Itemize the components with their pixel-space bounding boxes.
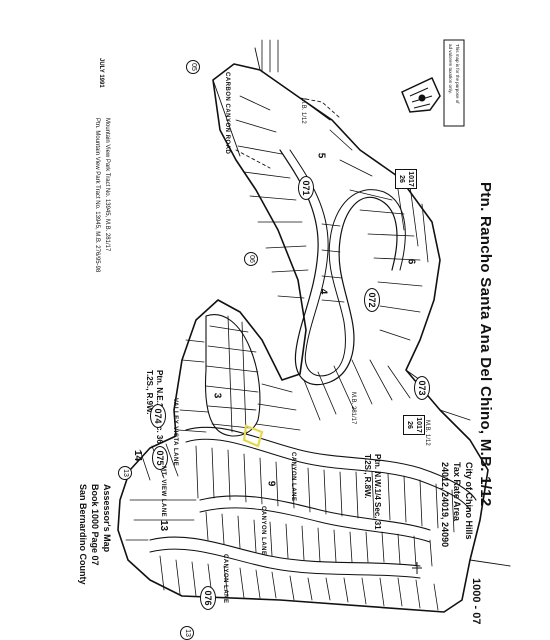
circled-number-13-left: 13 — [118, 466, 132, 480]
parcel-badge-072: 072 — [364, 288, 380, 312]
mb-note-top: M.B. 1/12 — [300, 98, 306, 124]
road-lower-2-edge — [199, 507, 431, 543]
county-seal — [401, 76, 441, 113]
tract-reference-1: Mountain View Park Tract No. 13945, M.B.… — [104, 118, 110, 252]
lot-lines-north — [235, 95, 429, 341]
street-label-canyon-lane-1: CANYON LANE — [290, 452, 296, 502]
map-title: Ptn. Rancho Santa Ana Del Chino, M.B. 1/… — [477, 182, 494, 507]
book-ref-top-page: 26 — [398, 175, 405, 183]
page-number: 1000 - 07 — [470, 578, 482, 625]
parcel-badge-071: 071 — [298, 176, 314, 200]
block-number-9: 9 — [265, 480, 277, 487]
block-number-4: 4 — [317, 288, 329, 295]
road-upper — [279, 149, 398, 386]
map-date: JULY 1991 — [98, 58, 104, 88]
lot-lines-south — [125, 443, 455, 611]
book-ref-bottom-book: 1017 — [415, 417, 422, 433]
road-lower-3-edge — [149, 548, 421, 579]
mb-note-middle: M.B. 281/17 — [350, 392, 356, 425]
assessor-county: San Bernardino County — [78, 484, 88, 585]
external-lines — [212, 47, 511, 567]
tax-rate-codes: 24012, 24019, 24090 — [440, 462, 450, 548]
north-arrow — [412, 562, 422, 574]
highlighted-parcel — [242, 424, 264, 448]
book-ref-bottom: 1017 26 — [403, 415, 425, 435]
road-west-loop — [205, 314, 261, 437]
tract-boundary — [117, 63, 489, 613]
corner-note-frame — [443, 39, 465, 127]
assessor-map-label: Assessor's Map — [102, 484, 112, 553]
tax-rate-label: Tax Rate Area — [452, 462, 462, 522]
road-lower-1-edge — [185, 438, 471, 511]
circled-number-05: 05 — [186, 60, 200, 74]
parcel-badge-074: 074 — [150, 404, 166, 428]
corner-note-line2: ad valorem taxation only. — [448, 44, 453, 94]
book-ref-top: 1017 26 — [395, 169, 417, 189]
circled-number-06: 06 — [244, 252, 258, 266]
street-label-valley-vista-lane: VALLEY VISTA LANE — [172, 398, 178, 467]
reference-arrows — [261, 39, 279, 73]
lot-lines-west — [177, 315, 259, 433]
road-upper-edge — [289, 149, 406, 377]
block-number-5: 5 — [315, 152, 327, 159]
section-east-line2: T.2S., R.8W. — [363, 454, 372, 499]
block-number-3: 3 — [211, 392, 223, 399]
street-label-mt-view-lane: MT. VIEW LANE — [160, 466, 166, 518]
parcel-badge-073: 073 — [414, 376, 430, 400]
block-number-13: 13 — [158, 519, 170, 532]
road-lower-1 — [185, 426, 477, 501]
parcel-badge-076: 076 — [200, 586, 216, 610]
corner-note-line1: This map is for the purpose of — [455, 44, 460, 104]
block-number-6: 6 — [405, 258, 417, 265]
road-lower-3 — [149, 536, 421, 567]
lot-lines-east — [255, 359, 411, 431]
street-label-canyon-lane-2: CANYON LANE — [260, 506, 266, 556]
street-label-canyon-lane-3: CANYON LANE — [222, 554, 228, 604]
tract-reference-2: Ptn. Mountain View Park Tract No. 13945,… — [94, 118, 100, 273]
road-lower-2 — [199, 495, 431, 531]
city-label: City of Chino Hills — [464, 462, 474, 540]
assessor-book-page: Book 1000 Page 07 — [90, 484, 100, 566]
book-ref-bottom-page: 26 — [406, 421, 413, 429]
block-number-14: 14 — [132, 449, 144, 462]
book-ref-top-book: 1017 — [407, 171, 414, 187]
circled-number-13-bottom: 13 — [180, 626, 194, 640]
section-east-line1: Ptn. N.W.1/4 Sec. 31 — [373, 454, 382, 530]
carbon-canyon-road-label: CARBON CANYON ROAD — [224, 72, 230, 155]
